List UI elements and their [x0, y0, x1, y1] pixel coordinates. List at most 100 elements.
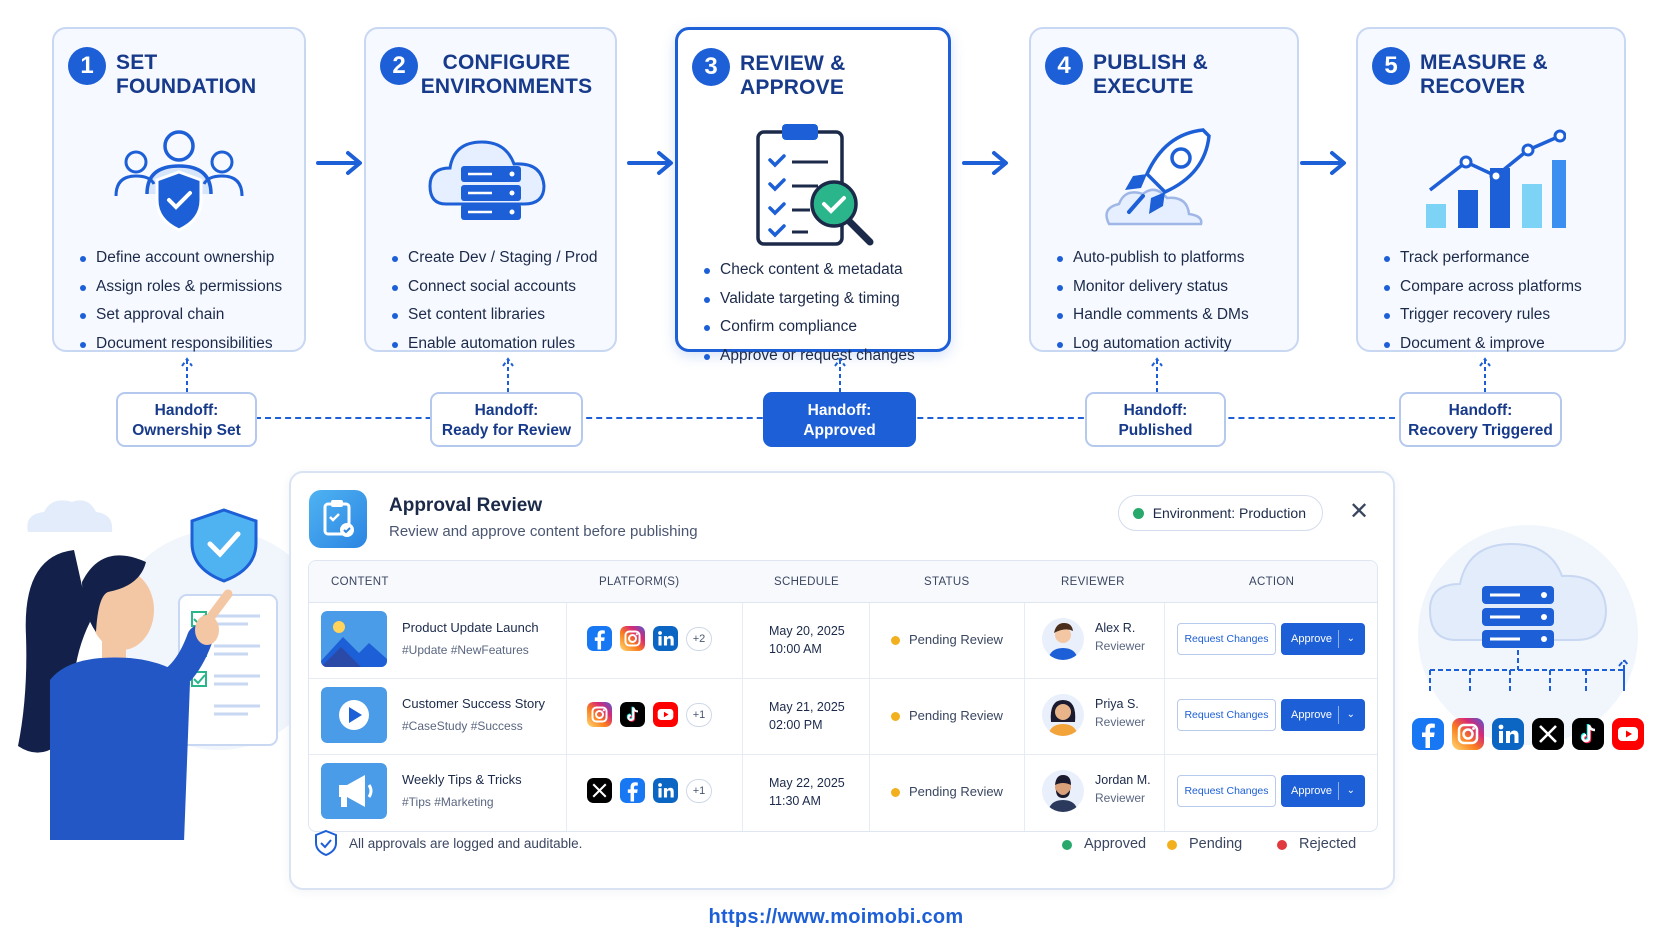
- handoff-label: Handoff:: [1448, 402, 1513, 419]
- step-list: Check content & metadata Validate target…: [702, 256, 938, 370]
- schedule-date: May 20, 2025: [769, 624, 845, 638]
- chevron-down-icon[interactable]: ⌄: [1346, 785, 1355, 796]
- step-title: MEASURE & RECOVER: [1420, 51, 1548, 98]
- step-list: Auto-publish to platforms Monitor delive…: [1055, 244, 1287, 358]
- reviewer-name: Priya S.: [1095, 697, 1139, 711]
- facebook-icon: [587, 626, 612, 651]
- divider: [1338, 782, 1339, 800]
- step-item: Set approval chain: [78, 301, 294, 330]
- legend-label: Rejected: [1299, 836, 1357, 852]
- chevron-down-icon[interactable]: ⌄: [1346, 633, 1355, 644]
- audit-note: All approvals are logged and auditable.: [349, 836, 583, 851]
- close-icon[interactable]: ✕: [1348, 498, 1370, 525]
- arrow-up-icon: [1151, 357, 1163, 392]
- arrow-up-icon: [181, 357, 193, 392]
- approval-table: CONTENT PLATFORM(S) SCHEDULE STATUS REVI…: [308, 560, 1378, 832]
- cloud-server-icon: [427, 140, 546, 220]
- status-badge: Pending Review: [891, 632, 1003, 647]
- linkedin-icon: [1492, 718, 1524, 750]
- legend-dot: [1062, 840, 1072, 850]
- linkedin-icon: [653, 626, 678, 651]
- table-row[interactable]: Weekly Tips & Tricks #Tips #Marketing +1…: [309, 755, 1377, 831]
- handoff-label: Handoff:: [807, 402, 872, 419]
- step-item: Connect social accounts: [390, 273, 605, 302]
- schedule: May 20, 2025 10:00 AM: [769, 622, 845, 658]
- step-item: Enable automation rules: [390, 330, 605, 359]
- legend-label: Approved: [1084, 836, 1147, 852]
- content-tags: #Update #NewFeatures: [402, 643, 529, 657]
- team-shield-icon: [114, 130, 244, 232]
- video-play-icon: [321, 687, 387, 743]
- clipboard-check-icon: [756, 124, 874, 246]
- request-changes-button[interactable]: Request Changes: [1177, 775, 1276, 807]
- schedule-time: 10:00 AM: [769, 642, 822, 656]
- table-row[interactable]: Product Update Launch #Update #NewFeatur…: [309, 603, 1377, 679]
- step-item: Compare across platforms: [1382, 273, 1614, 302]
- handoff-value: Ownership Set: [132, 422, 241, 439]
- environment-label: Environment: Production: [1152, 505, 1306, 521]
- more-platforms-badge[interactable]: +2: [686, 627, 712, 651]
- column-header: SCHEDULE: [774, 576, 840, 588]
- avatar: [1042, 770, 1084, 812]
- legend-pending: Pending: [1167, 836, 1242, 852]
- instagram-icon: [587, 702, 612, 727]
- step-item: Document & improve: [1382, 330, 1614, 359]
- table-row[interactable]: Customer Success Story #CaseStudy #Succe…: [309, 679, 1377, 755]
- approve-button[interactable]: Approve ⌄: [1281, 623, 1365, 655]
- panel-title: Approval Review: [389, 495, 543, 516]
- approve-button[interactable]: Approve ⌄: [1281, 699, 1365, 731]
- rocket-icon: [1105, 128, 1211, 226]
- schedule: May 21, 2025 02:00 PM: [769, 698, 845, 734]
- reviewer-role: Reviewer: [1095, 791, 1146, 805]
- schedule-time: 02:00 PM: [769, 718, 823, 732]
- more-platforms-badge[interactable]: +1: [686, 703, 712, 727]
- approve-label: Approve: [1291, 633, 1332, 645]
- column-divider: [869, 603, 870, 831]
- step-title-line: ENVIRONMENTS: [420, 75, 593, 98]
- request-changes-button[interactable]: Request Changes: [1177, 699, 1276, 731]
- youtube-icon: [1612, 718, 1644, 750]
- reviewer-name: Alex R.: [1095, 621, 1136, 635]
- column-header: REVIEWER: [1061, 576, 1125, 588]
- content-tags: #CaseStudy #Success: [402, 719, 523, 733]
- approve-label: Approve: [1291, 785, 1332, 797]
- divider: [1338, 630, 1339, 648]
- step-number: 5: [1372, 47, 1410, 85]
- shield-check-icon: [315, 829, 337, 857]
- step-item: Define account ownership: [78, 244, 294, 273]
- content-tags: #Tips #Marketing: [402, 795, 494, 809]
- chevron-down-icon[interactable]: ⌄: [1346, 709, 1355, 720]
- step-item: Validate targeting & timing: [702, 285, 938, 314]
- approve-label: Approve: [1291, 709, 1332, 721]
- tiktok-icon: [1572, 718, 1604, 750]
- schedule-date: May 21, 2025: [769, 700, 845, 714]
- reviewer-role: Reviewer: [1095, 639, 1146, 653]
- image-icon: [321, 611, 387, 667]
- step-list: Define account ownership Assign roles & …: [78, 244, 294, 358]
- step-item: Track performance: [1382, 244, 1614, 273]
- cloud-platforms-illustration: [1418, 525, 1638, 745]
- arrow-up-icon: [502, 357, 514, 392]
- clipboard-check-icon: [309, 490, 367, 548]
- avatar: [1042, 694, 1084, 736]
- step-item: Confirm compliance: [702, 313, 938, 342]
- status-badge: Pending Review: [891, 708, 1003, 723]
- environment-badge[interactable]: Environment: Production: [1117, 495, 1323, 531]
- step-item: Set content libraries: [390, 301, 605, 330]
- divider: [1338, 706, 1339, 724]
- step-list: Track performance Compare across platfor…: [1382, 244, 1614, 358]
- column-divider: [1024, 603, 1025, 831]
- handoff-ownership-set: Handoff: Ownership Set: [116, 392, 257, 447]
- arrow-right-icon: [962, 151, 1008, 175]
- request-changes-button[interactable]: Request Changes: [1177, 623, 1276, 655]
- approve-button[interactable]: Approve ⌄: [1281, 775, 1365, 807]
- legend-approved: Approved: [1062, 836, 1146, 852]
- handoff-label: Handoff:: [474, 402, 539, 419]
- website-url[interactable]: https://www.moimobi.com: [708, 906, 964, 928]
- column-divider: [566, 603, 567, 831]
- content-title: Product Update Launch: [402, 620, 539, 635]
- handoff-approved: Handoff: Approved: [763, 392, 916, 447]
- avatar: [1042, 618, 1084, 660]
- facebook-icon: [620, 778, 645, 803]
- more-platforms-badge[interactable]: +1: [686, 779, 712, 803]
